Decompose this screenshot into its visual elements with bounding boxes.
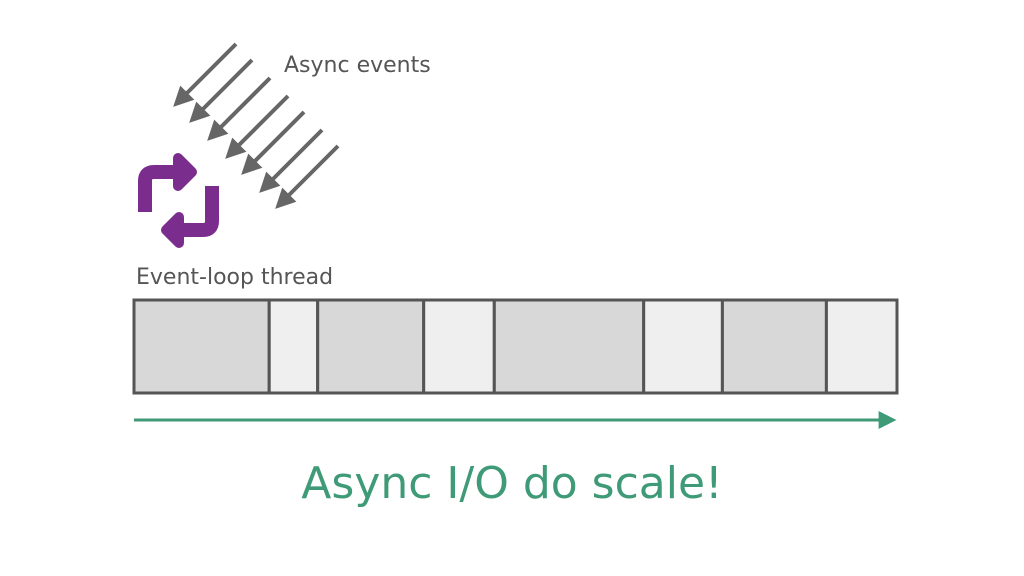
timeline-segment-busy <box>316 298 426 395</box>
async-event-arrow <box>173 42 238 107</box>
timeline-segment-busy <box>720 298 828 395</box>
async-events-label: Async events <box>284 53 431 78</box>
headline-text: Async I/O do scale! <box>301 458 722 509</box>
timeline-segment-idle <box>642 298 724 395</box>
event-loop-timeline <box>132 298 899 395</box>
refresh-cycle-icon <box>138 153 219 248</box>
async-event-arrow <box>207 76 272 141</box>
async-event-arrow <box>275 144 340 209</box>
timeline-segment-idle <box>422 298 496 395</box>
async-event-arrow <box>241 110 306 175</box>
timeline-segment-idle <box>824 298 899 395</box>
async-event-arrow <box>259 128 324 193</box>
timeline-segment-busy <box>492 298 646 395</box>
async-event-arrow <box>225 94 290 159</box>
event-loop-thread-label: Event-loop thread <box>136 265 333 290</box>
async-event-arrows <box>173 42 340 209</box>
timeline-segment-idle <box>267 298 320 395</box>
timeline-segment-busy <box>132 298 271 395</box>
async-event-arrow <box>189 58 254 123</box>
